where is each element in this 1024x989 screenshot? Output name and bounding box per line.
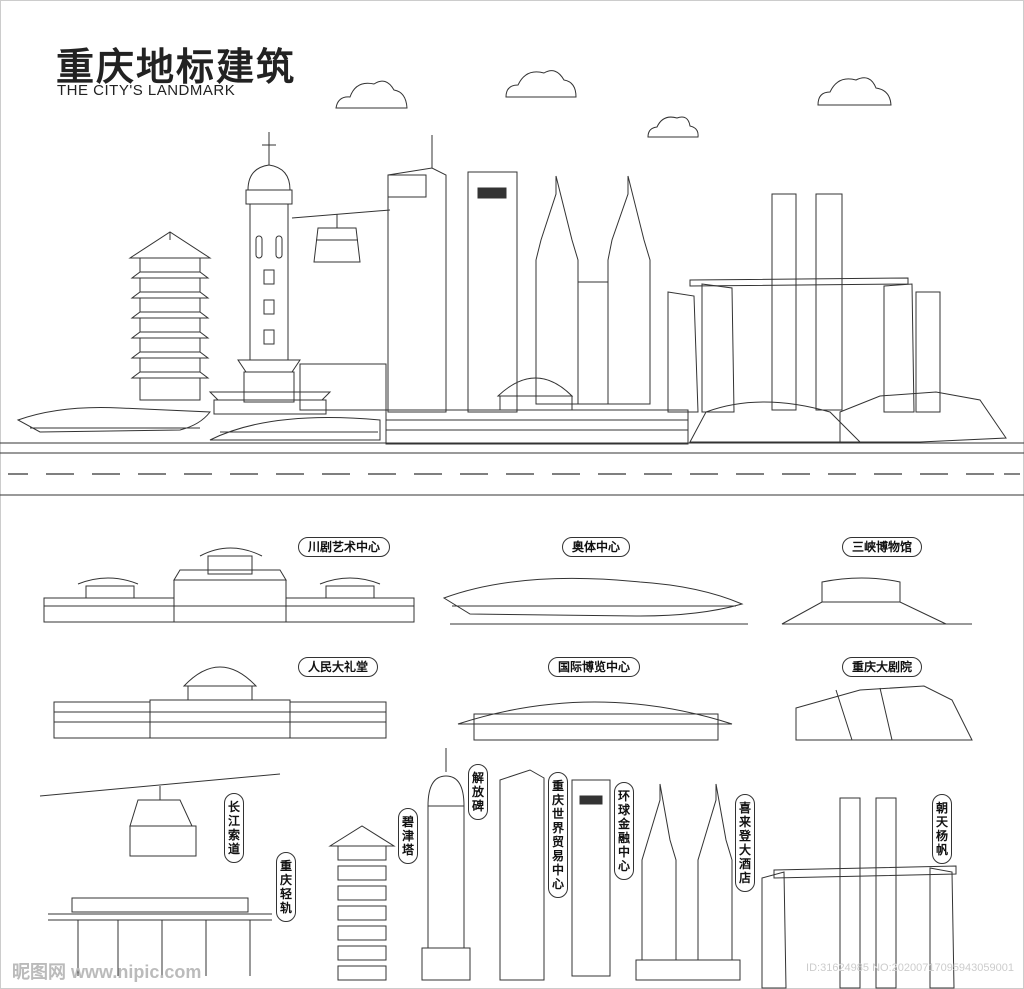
cloud-icon [505,70,577,98]
wtc-top [467,171,518,413]
jiefangbei-bottom [421,748,471,981]
guoji-building [457,701,733,741]
great-hall-top [385,377,689,445]
label-renmin: 人民大礼堂 [298,657,379,677]
raffles-top [667,193,941,443]
bijin-bottom [328,825,396,981]
label-qinggui: 重庆轻轨 [276,852,296,922]
pagoda-top [128,231,212,401]
label-guoji: 国际博览中心 [548,657,641,677]
cloud-icon [335,80,408,109]
cable-car-bottom [39,773,281,857]
label-huanqiu: 环球金融中心 [614,782,634,880]
cable-car-top [291,209,391,263]
chaotian-bottom [761,797,957,989]
tower-left [387,135,447,413]
page-title: 重庆地标建筑 [56,45,297,89]
sanxia-building [781,577,972,625]
aoti-building [442,577,748,625]
label-suodao: 长江索道 [224,793,244,863]
label-shimao: 重庆世界贸易中心 [548,772,568,898]
label-dajuyuan: 重庆大剧院 [842,657,923,677]
xilaideng-bottom [635,783,741,981]
jiefangbei-top [237,132,301,403]
label-bijin: 碧津塔 [398,808,418,864]
cloud-icon [817,77,892,106]
label-sanxia: 三峡博物馆 [842,537,923,557]
shimao-bottom [499,769,545,981]
dajuyuan-building [795,685,973,741]
page-subtitle: THE CITY'S LANDMARK [57,82,236,99]
watermark-left: 昵图网 www.nipic.com [12,962,202,982]
label-jiefangbei: 解放碑 [468,764,488,820]
top-skyline [0,132,1024,496]
watermark-right: ID:31624985 NO:20200717095943059001 [806,962,1014,974]
chuanju-building [43,547,415,623]
light-rail-bottom [48,897,272,976]
label-xilaideng: 喜来登大酒店 [735,794,755,892]
twin-spires-top [535,175,651,405]
label-chuanju: 川剧艺术中心 [298,537,391,557]
huanqiu-bottom [571,779,611,977]
renmin-building [53,666,387,739]
label-aoti: 奥体中心 [562,537,631,557]
cloud-icon [647,116,699,138]
label-chaotian: 朝天杨帆 [932,794,952,864]
